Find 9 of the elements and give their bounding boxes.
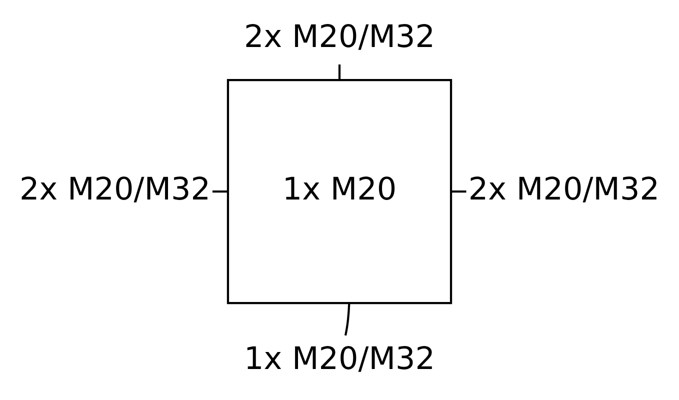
node-text: 2x M20/M32	[20, 171, 211, 208]
node-text: 1x M20/M32	[244, 340, 436, 377]
connector	[344, 303, 350, 336]
connector	[451, 190, 466, 193]
node-text: 2x M20/M32	[468, 171, 660, 208]
connector	[338, 64, 341, 80]
connector	[212, 190, 228, 193]
node-box: 1x M20	[226, 78, 452, 304]
node-text: 2x M20/M32	[244, 18, 436, 55]
